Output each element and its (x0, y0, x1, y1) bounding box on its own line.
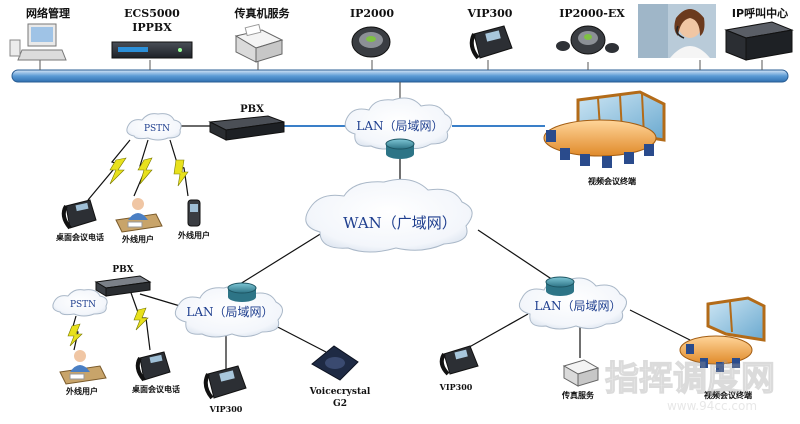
wan-cloud: WAN（广域网） (305, 178, 473, 253)
desk-phone-top-icon (61, 199, 97, 230)
external-user-mobile-label: 外线用户 (178, 230, 210, 240)
mobile-phone-icon (187, 199, 201, 227)
desk-phone-left-label: 桌面会议电话 (131, 384, 180, 394)
external-user-left-label: 外线用户 (66, 386, 98, 396)
device-label-ecs5000: ECS5000 (124, 7, 180, 20)
router-icon-right (545, 276, 575, 296)
lan-cloud-right-label: LAN（局域网） (534, 299, 621, 313)
conference-phone-ex-icon (556, 25, 619, 55)
fax-machine-icon (234, 23, 284, 63)
server-rack-icon (111, 41, 193, 59)
vip300-right-label: VIP300 (439, 382, 473, 392)
lan-cloud-top: LAN（局域网） (344, 97, 452, 150)
fax-right-label: 传真服务 (561, 390, 595, 400)
device-label-fax-service: 传真机服务 (234, 6, 291, 20)
video-conference-right-icon (679, 296, 766, 372)
voicecrystal-icon (311, 345, 359, 381)
watermark-url: www.94cc.com (667, 399, 757, 413)
voicecrystal-label-2: G2 (333, 399, 347, 409)
conference-phone-icon (351, 26, 391, 58)
device-label-ip2000-ex: IP2000-EX (559, 7, 625, 20)
watermark-text: 指挥调度网 (605, 359, 775, 399)
device-label-ippbx: IPPBX (132, 21, 172, 34)
external-user-top-label: 外线用户 (122, 234, 154, 244)
pstn-cloud-top-label: PSTN (144, 124, 170, 134)
device-label-network-mgmt: 网络管理 (26, 6, 70, 20)
site-watermark: 指挥调度网 www.94cc.com (604, 358, 775, 413)
pbx-left-label: PBX (112, 265, 133, 275)
voicecrystal-label-1: Voicecrystal (309, 387, 371, 397)
external-user-top-icon (115, 198, 163, 233)
router-icon-left (227, 282, 257, 302)
computer-icon (9, 23, 67, 61)
pstn-cloud-top: PSTN (126, 113, 182, 141)
pbx-top-icon (208, 115, 285, 141)
pstn-cloud-left-label: PSTN (70, 300, 96, 310)
video-conf-right-label: 视频会议终端 (704, 390, 752, 400)
pbx-top-label: PBX (240, 104, 264, 115)
ip-phone-icon (469, 25, 513, 60)
desk-phone-top-label: 桌面会议电话 (55, 232, 104, 242)
device-label-ip2000: IP2000 (350, 7, 394, 20)
desk-phone-left-icon (135, 351, 171, 382)
device-label-vip300-top: VIP300 (467, 7, 513, 20)
pstn-cloud-left: PSTN (52, 289, 108, 317)
network-bus (11, 58, 789, 106)
wan-cloud-label: WAN（广域网） (343, 214, 457, 232)
network-links (71, 125, 691, 370)
lan-cloud-left-label: LAN（局域网） (186, 305, 273, 319)
video-conference-top-icon (543, 90, 666, 168)
call-center-agent-photo (638, 4, 716, 58)
vip300-left-label: VIP300 (209, 404, 243, 414)
external-user-left-icon (59, 350, 107, 385)
fax-right-icon (562, 359, 600, 387)
lan-cloud-left: LAN（局域网） (174, 285, 283, 338)
device-label-call-center: IP呼叫中心 (732, 6, 788, 20)
call-center-server-icon (724, 21, 794, 61)
router-icon-top (385, 138, 415, 159)
vip300-right-icon (439, 345, 479, 376)
wireless-bolt-icons (67, 157, 189, 347)
vip300-left-icon (203, 365, 247, 400)
pbx-left-icon (94, 275, 152, 297)
video-conf-top-label: 视频会议终端 (588, 176, 636, 186)
lan-cloud-top-label: LAN（局域网） (356, 119, 443, 133)
